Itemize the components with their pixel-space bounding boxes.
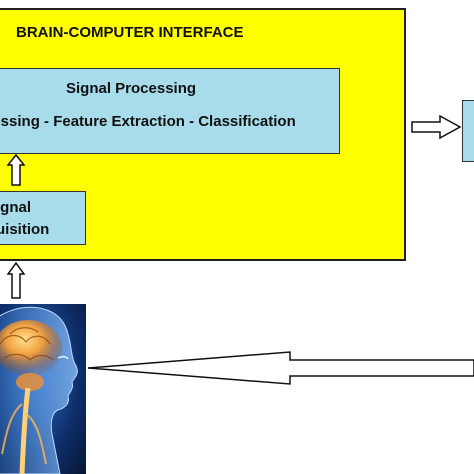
signal-processing-box xyxy=(0,68,340,154)
arrow-up-icon xyxy=(6,153,26,186)
signal-acquisition-label-line2: uisition xyxy=(0,221,50,238)
output-device-box xyxy=(462,100,474,162)
signal-processing-title: Signal Processing xyxy=(66,80,197,97)
signal-acquisition-box xyxy=(0,191,86,245)
signal-processing-steps: cessing - Feature Extraction - Classific… xyxy=(0,113,296,130)
arrow-left-icon xyxy=(87,351,474,385)
brain-head-image xyxy=(0,304,86,474)
arrow-up-icon xyxy=(6,261,26,299)
bci-title: BRAIN-COMPUTER INTERFACE xyxy=(16,24,244,41)
signal-acquisition-label-line1: ignal xyxy=(0,199,32,216)
arrow-right-icon xyxy=(411,114,462,140)
